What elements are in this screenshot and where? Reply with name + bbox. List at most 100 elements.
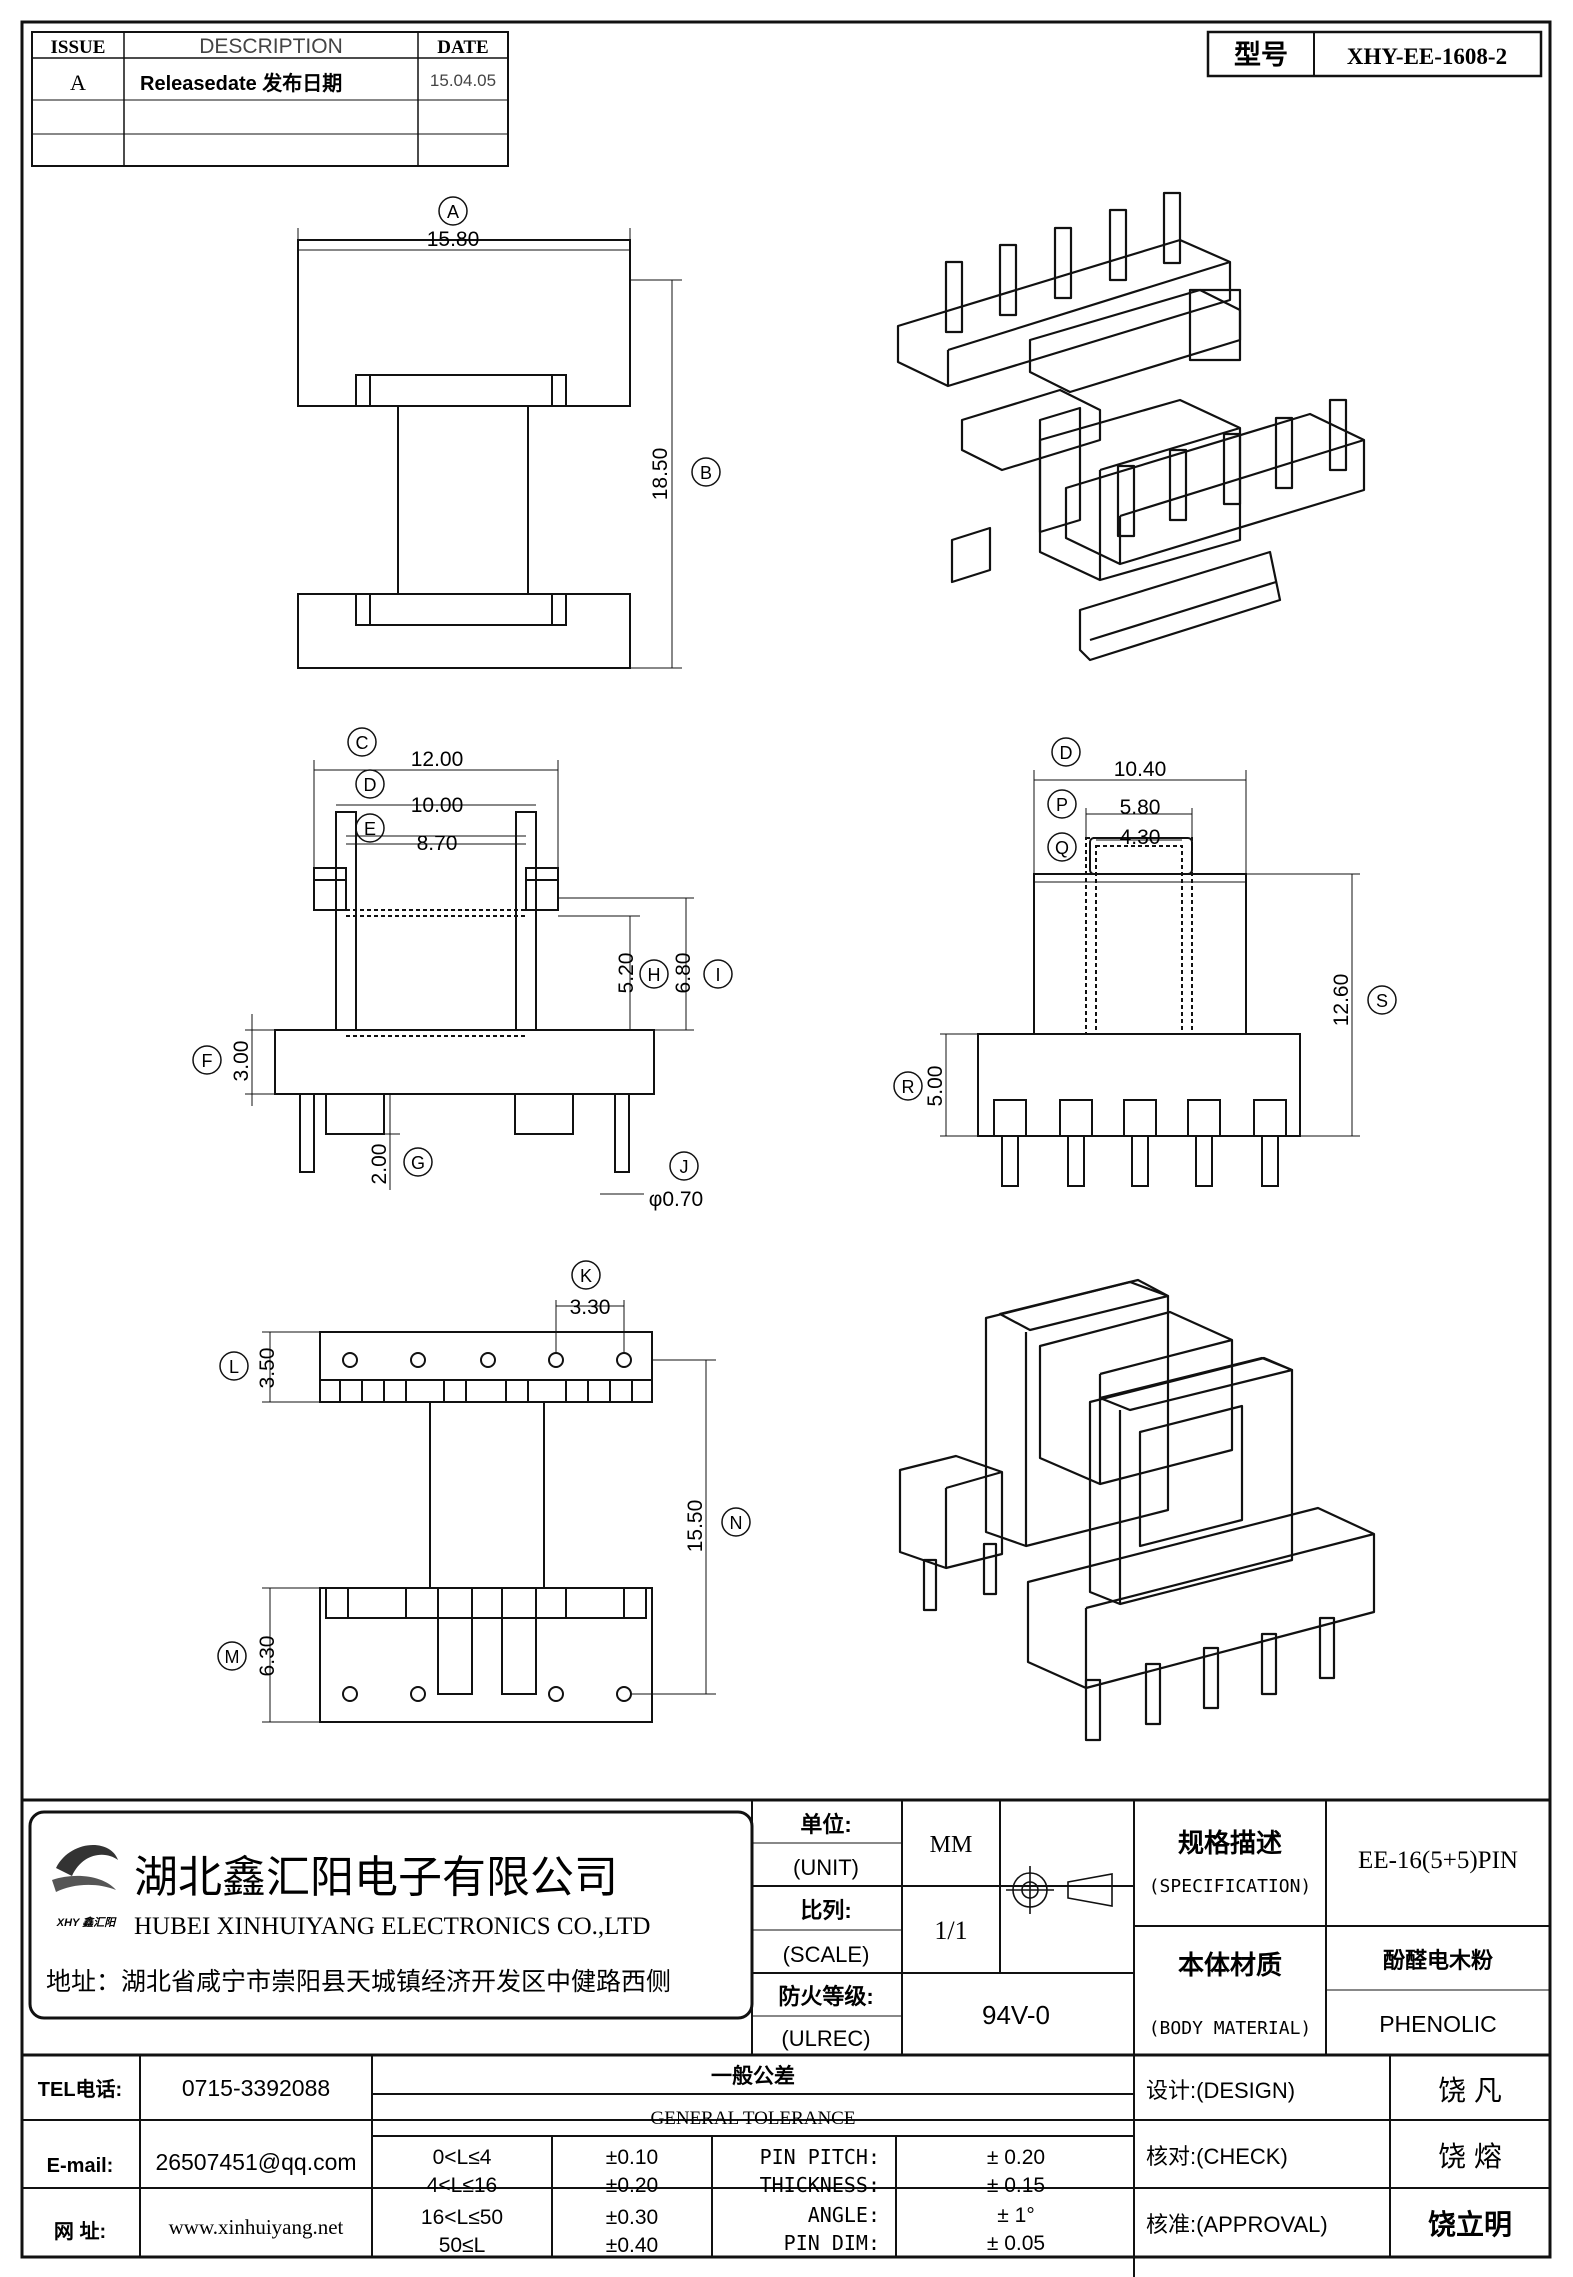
- model-value: XHY-EE-1608-2: [1347, 44, 1507, 69]
- dim-D-bubble: [355, 769, 385, 799]
- tol-value-0: ±0.10: [606, 2146, 658, 2169]
- material-label-en: (BODY MATERIAL): [1149, 2018, 1312, 2039]
- unit-label-cn: 单位:: [800, 1812, 851, 1837]
- dim-B-bubble: [691, 457, 721, 487]
- model-box: [1206, 30, 1543, 78]
- tolerance-title-en: GENERAL TOLERANCE: [651, 2108, 856, 2129]
- dim-M-value: 6.30: [256, 1636, 279, 1677]
- dim-P-value: 5.80: [1120, 796, 1161, 819]
- scale-label-cn: 比列:: [800, 1898, 851, 1923]
- tol-value-3: ±0.40: [606, 2234, 658, 2257]
- spec-tol-0: ± 0.20: [987, 2146, 1045, 2169]
- revision-table: [31, 31, 509, 167]
- dim-G-label: G: [411, 1153, 425, 1173]
- tol-value-1: ±0.20: [606, 2174, 658, 2197]
- spec-name-2: ANGLE:: [808, 2203, 880, 2227]
- rev-row-date: 15.04.05: [430, 71, 496, 90]
- spec-value: EE-16(5+5)PIN: [1358, 1847, 1518, 1874]
- dim-S-value: 12.60: [1330, 974, 1353, 1027]
- company-address: 地址：湖北省咸宁市崇阳县天城镇经济开发区中健路西侧: [46, 1968, 671, 1996]
- dim-G-bubble: [403, 1147, 433, 1177]
- company-name-en: HUBEI XINHUIYANG ELECTRONICS CO.,LTD: [134, 1913, 650, 1940]
- iso-view-1: [896, 191, 1366, 662]
- rev-header-date: DATE: [437, 37, 488, 58]
- iso-view-2: [898, 1278, 1376, 1742]
- company-logo: XHY 鑫汇阳: [52, 1845, 118, 1929]
- rev-header-issue: ISSUE: [51, 37, 106, 58]
- dim-R-label: R: [902, 1077, 915, 1097]
- rev-row-description: Releasedate 发布日期: [140, 71, 342, 95]
- check-label: 核对:(CHECK): [1146, 2144, 1288, 2169]
- dim-C-value: 12.00: [411, 748, 464, 771]
- dim-H-value: 5.20: [615, 953, 638, 994]
- spec-name-1: THICKNESS:: [760, 2173, 880, 2197]
- tol-range-3: 50≤L: [439, 2234, 486, 2257]
- dim-B-value: 18.50: [649, 448, 672, 501]
- model-label: 型号: [1234, 40, 1288, 70]
- ulrec-label-en: (ULREC): [781, 2026, 870, 2051]
- dim-H-label: H: [648, 965, 661, 985]
- projection-symbol-icon: [1006, 1866, 1113, 1914]
- tel-value: 0715-3392088: [182, 2075, 330, 2101]
- logo-text: XHY 鑫汇阳: [56, 1916, 117, 1929]
- dim-A-value: 15.80: [427, 228, 480, 251]
- dim-S-bubble: [1367, 985, 1397, 1015]
- dim-E-label: E: [364, 819, 376, 839]
- dim-A-label: A: [447, 202, 459, 222]
- dim-H-bubble: [639, 959, 669, 989]
- company-name-cn: 湖北鑫汇阳电子有限公司: [134, 1853, 618, 1902]
- dim-D-value: 10.00: [411, 794, 464, 817]
- ulrec-label-cn: 防火等级:: [778, 1984, 873, 2009]
- rev-row-issue: A: [70, 70, 86, 95]
- spec-label-en: (SPECIFICATION): [1149, 1876, 1312, 1897]
- spec-tol-2: ± 1°: [997, 2204, 1034, 2227]
- ulrec-value: 94V-0: [982, 2000, 1050, 2030]
- side-view: [940, 770, 1360, 1187]
- dim-F-value: 3.00: [230, 1041, 253, 1082]
- dim-J-label: J: [680, 1157, 689, 1177]
- bottom-view: [262, 1300, 716, 1723]
- approval-name: 饶立明: [1428, 2208, 1512, 2240]
- dim-I-bubble: [703, 959, 733, 989]
- dim-F-bubble: [192, 1045, 222, 1075]
- tol-range-2: 16<L≤50: [421, 2206, 503, 2229]
- material-label-cn: 本体材质: [1178, 1950, 1282, 1980]
- dim-K-bubble: [571, 1260, 601, 1290]
- unit-value: MM: [930, 1832, 973, 1858]
- dim-A-bubble: [438, 196, 468, 226]
- dim-Q-value: 4.30: [1120, 826, 1161, 849]
- dim-E-bubble: [355, 813, 385, 843]
- spec-name-3: PIN DIM:: [784, 2231, 880, 2255]
- tol-range-0: 0<L≤4: [433, 2146, 492, 2169]
- dim-C-bubble: [347, 727, 377, 757]
- tol-range-1: 4<L≤16: [427, 2174, 498, 2197]
- check-name: 饶 熔: [1438, 2141, 1502, 2172]
- dim-D2-label: D: [1060, 743, 1073, 763]
- spec-tol-3: ± 0.05: [987, 2232, 1045, 2255]
- title-block-grid: [22, 1798, 1550, 2277]
- dim-K-label: K: [580, 1266, 592, 1286]
- dim-N-value: 15.50: [684, 1500, 707, 1553]
- material-value-en: PHENOLIC: [1379, 2011, 1497, 2037]
- web-value: www.xinhuiyang.net: [169, 2215, 344, 2239]
- dim-C-label: C: [356, 733, 369, 753]
- dim-M-label: M: [225, 1647, 240, 1667]
- email-value: 26507451@qq.com: [155, 2149, 356, 2175]
- dim-D-label: D: [364, 775, 377, 795]
- unit-label-en: (UNIT): [793, 1855, 859, 1880]
- rev-header-description: DESCRIPTION: [199, 35, 343, 58]
- tol-value-2: ±0.30: [606, 2206, 658, 2229]
- design-name: 饶 凡: [1438, 2075, 1502, 2106]
- dim-K-value: 3.30: [570, 1296, 611, 1319]
- design-label: 设计:(DESIGN): [1146, 2078, 1295, 2103]
- dim-S-label: S: [1376, 991, 1388, 1011]
- dim-R-bubble: [893, 1071, 923, 1101]
- dim-N-label: N: [730, 1513, 743, 1533]
- spec-tol-1: ± 0.15: [987, 2174, 1045, 2197]
- dim-L-value: 3.50: [256, 1348, 279, 1389]
- dim-Q-bubble: [1047, 832, 1077, 862]
- dim-P-bubble: [1047, 789, 1077, 819]
- dim-P-label: P: [1056, 795, 1068, 815]
- dim-L-bubble: [219, 1351, 249, 1381]
